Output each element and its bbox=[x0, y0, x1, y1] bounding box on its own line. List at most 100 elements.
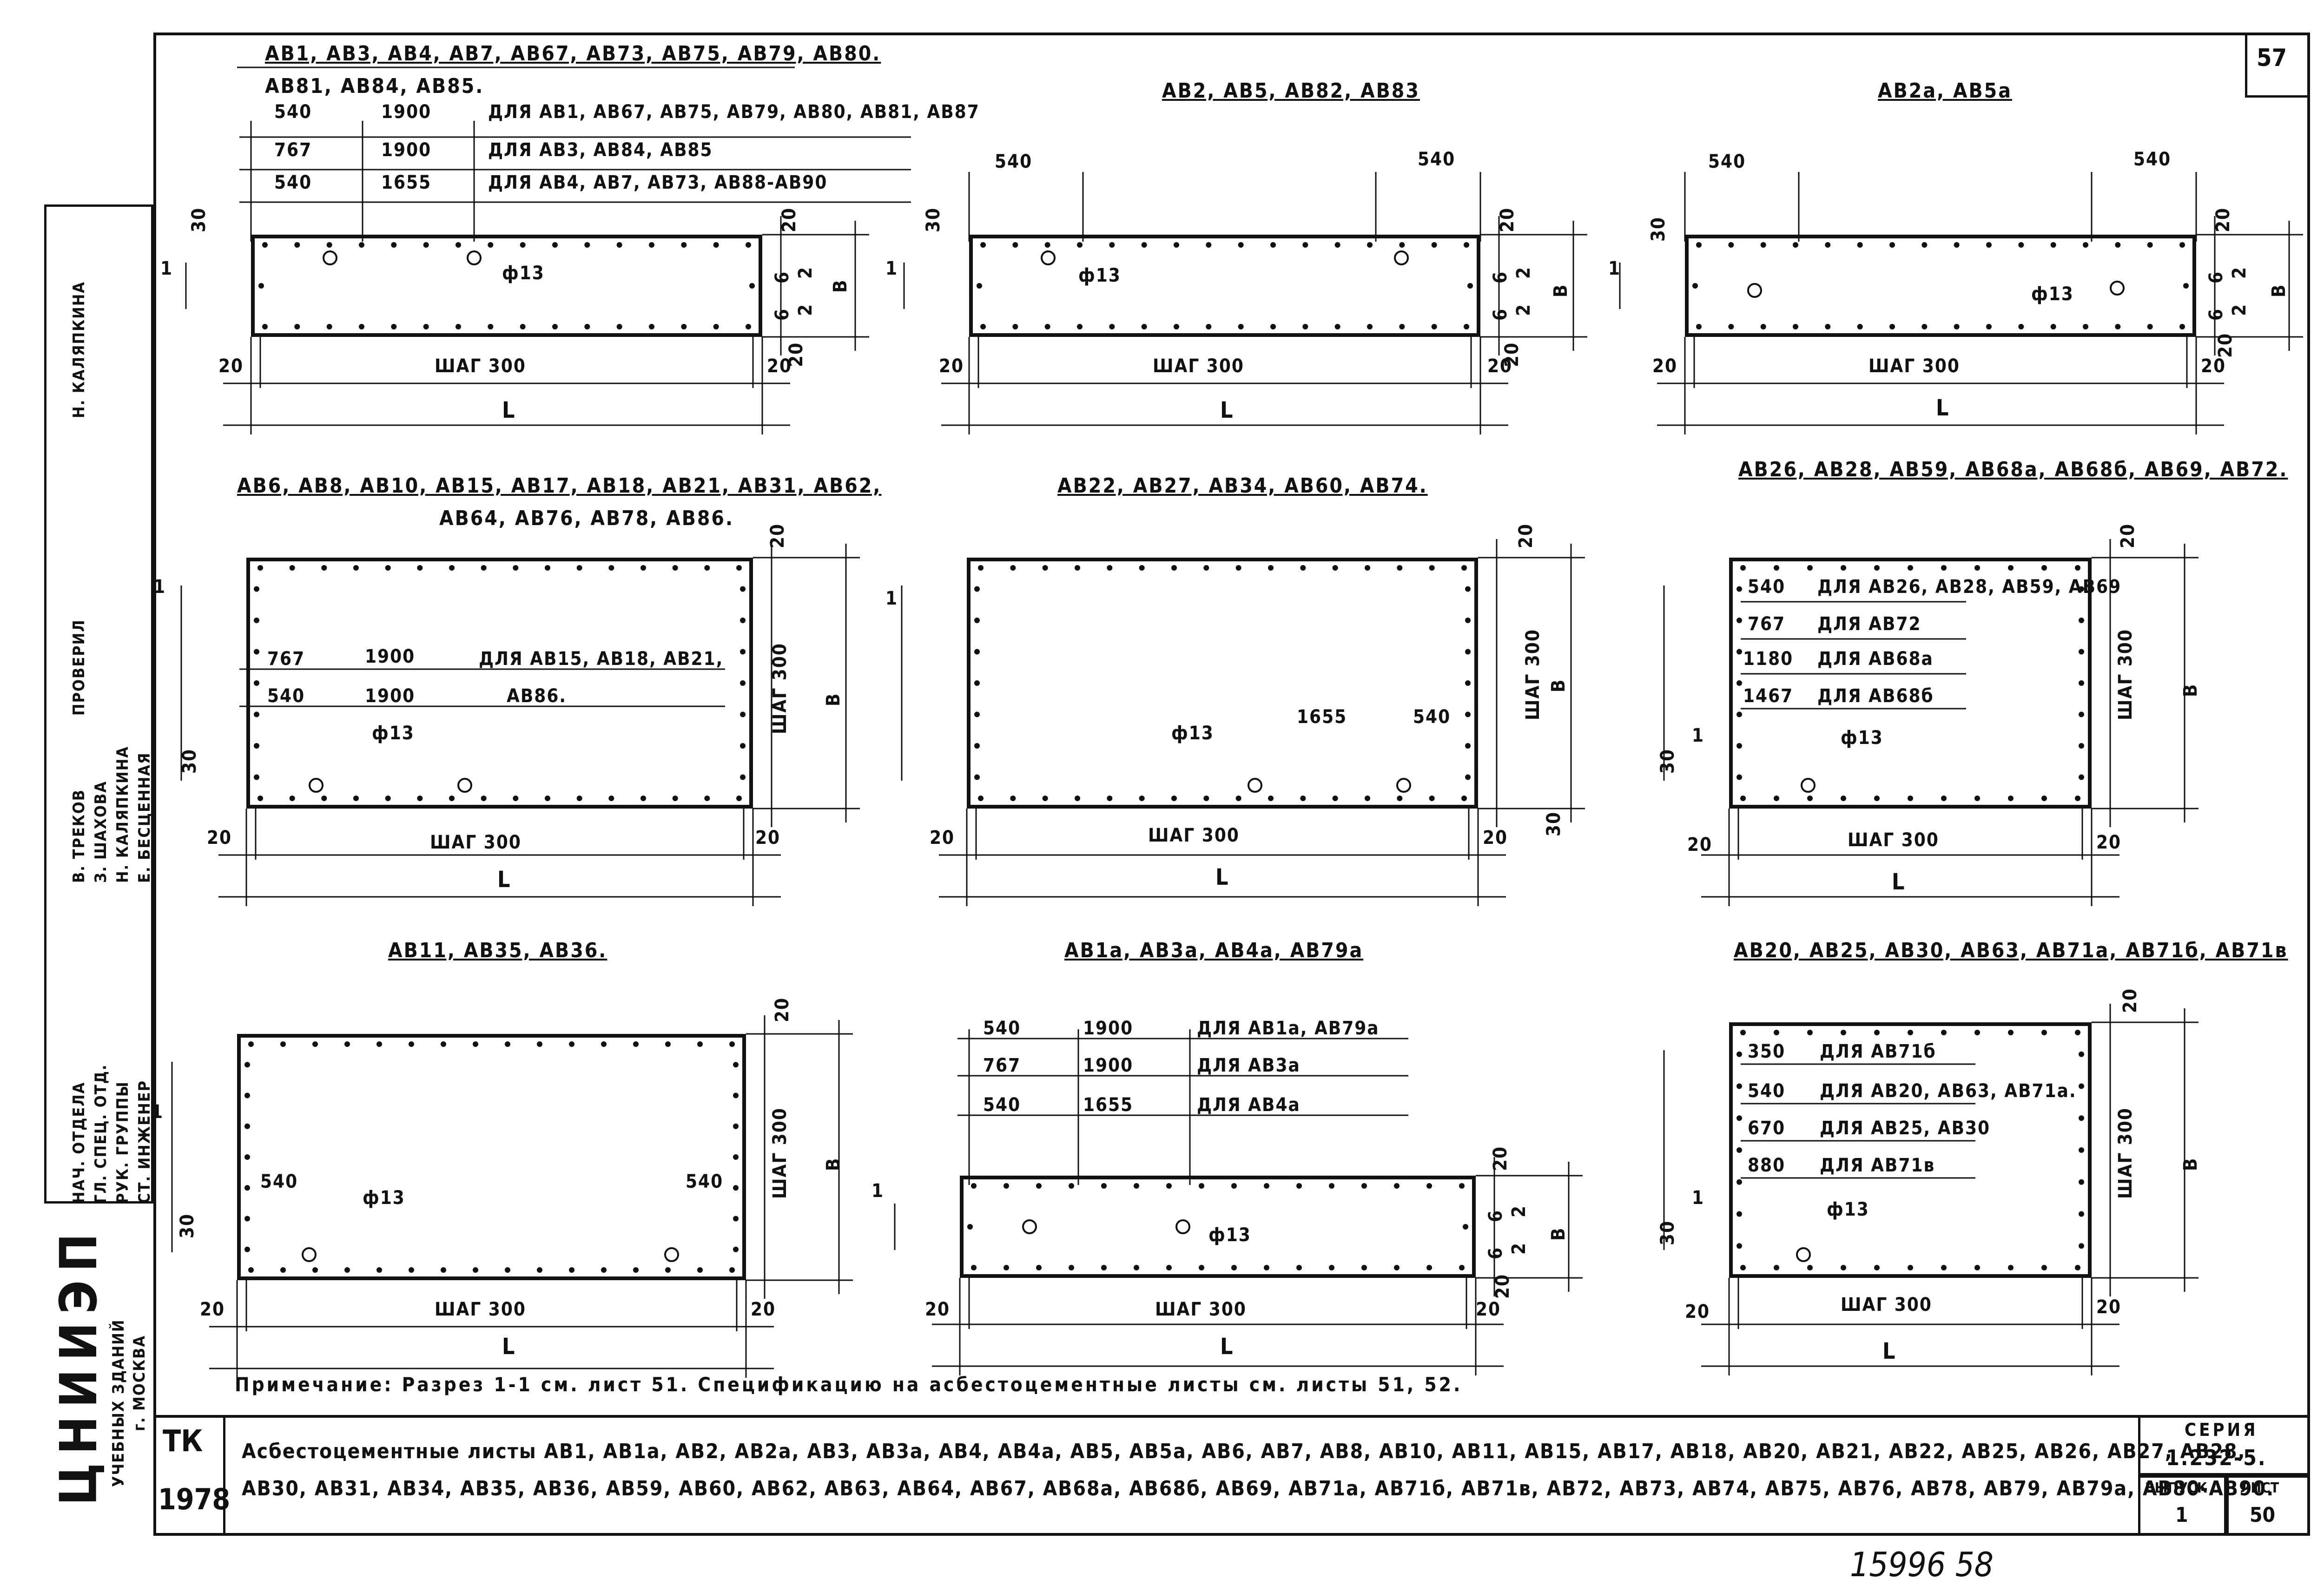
fixing-point bbox=[1774, 796, 1779, 801]
p7-width: В bbox=[823, 1157, 844, 1171]
fixing-point bbox=[1166, 1265, 1172, 1270]
fixing-point bbox=[2179, 324, 2185, 329]
fixing-point bbox=[1467, 283, 1473, 289]
fixing-point bbox=[1774, 565, 1779, 571]
p6-dim-20-right: 20 bbox=[2096, 832, 2122, 853]
fixing-point bbox=[1908, 565, 1913, 571]
fixing-point bbox=[640, 796, 646, 801]
fixing-point bbox=[733, 1216, 739, 1222]
p3-dim-30: 30 bbox=[1648, 216, 1669, 242]
p6-step: ШАГ 300 bbox=[1848, 829, 1939, 851]
fixing-point bbox=[697, 1041, 703, 1047]
p7-dim-540-left: 540 bbox=[260, 1171, 298, 1192]
p7-hole: ф13 bbox=[363, 1187, 405, 1209]
fixing-point bbox=[1044, 324, 1050, 329]
fixing-point bbox=[633, 1267, 639, 1273]
fixing-point bbox=[740, 743, 746, 749]
fixing-point bbox=[576, 565, 582, 571]
fixing-point bbox=[633, 1041, 639, 1047]
tb-sheet-label: ЛИСТ bbox=[2240, 1480, 2279, 1496]
p4-dim-30: 30 bbox=[179, 748, 200, 774]
fixing-point bbox=[1736, 618, 1742, 623]
fixing-point bbox=[1941, 1265, 1947, 1270]
fixing-point bbox=[280, 1041, 286, 1047]
fixing-point bbox=[1941, 1030, 1947, 1035]
fixing-point bbox=[1270, 242, 1276, 248]
fixing-point bbox=[1874, 565, 1880, 571]
p3-dim-6a: 6 bbox=[2205, 270, 2227, 283]
p8-length: L bbox=[1220, 1334, 1234, 1360]
tb-title-line1: Асбестоцементные листы АВ1, АВ1а, АВ2, А… bbox=[242, 1440, 2246, 1463]
fixing-point bbox=[552, 242, 558, 248]
fixing-point bbox=[1464, 324, 1469, 329]
p8-row1-a: 540 bbox=[983, 1018, 1021, 1039]
fixing-point bbox=[1429, 796, 1435, 801]
p4-dim-20-right: 20 bbox=[755, 827, 781, 849]
fixing-point bbox=[640, 565, 646, 571]
p8-width: В bbox=[1548, 1227, 1569, 1241]
corner-box bbox=[2245, 33, 2310, 98]
tb-series: 1.232-5. bbox=[2166, 1445, 2267, 1470]
tb-year: 1978 bbox=[158, 1482, 231, 1516]
fixing-point bbox=[1921, 324, 1928, 329]
p1-dim-20-top: 20 bbox=[779, 207, 800, 232]
fixing-point bbox=[1141, 324, 1147, 329]
fixing-point bbox=[1107, 796, 1113, 801]
fixing-point bbox=[1807, 565, 1813, 571]
fixing-point bbox=[244, 1154, 250, 1160]
fixing-point bbox=[244, 1062, 250, 1068]
p6-plate bbox=[1729, 558, 2092, 809]
p1-plate bbox=[251, 235, 762, 337]
p8-row3-c: ДЛЯ АВ4а bbox=[1197, 1094, 1301, 1116]
p1-dim-6b: 6 bbox=[772, 308, 793, 321]
p3-width: В bbox=[2268, 283, 2290, 297]
fixing-point bbox=[1171, 796, 1177, 801]
fixing-point bbox=[1238, 242, 1244, 248]
panel-8-title: АВ1а, АВ3а, АВ4а, АВ79а bbox=[1064, 939, 1364, 962]
fixing-point bbox=[254, 680, 259, 686]
fixing-point bbox=[1004, 1265, 1009, 1270]
fixing-point bbox=[1365, 565, 1370, 571]
fixing-point bbox=[1459, 1265, 1465, 1270]
tb-issue-cell bbox=[2138, 1475, 2226, 1536]
fixing-point bbox=[740, 711, 746, 717]
p1-dim-2b: 2 bbox=[795, 303, 816, 316]
p1-hole: ф13 bbox=[502, 263, 545, 284]
fixing-point bbox=[244, 1185, 250, 1191]
panel-1-title-line2: АВ81, АВ84, АВ85. bbox=[265, 74, 484, 98]
p2-dim-2b: 2 bbox=[1513, 303, 1534, 316]
fixing-point bbox=[576, 796, 582, 801]
p5-step-v: ШАГ 300 bbox=[1522, 629, 1544, 720]
p1-length: L bbox=[502, 397, 516, 423]
fixing-point bbox=[2008, 565, 2014, 571]
p2-section: 1 bbox=[885, 258, 898, 279]
p8-dim-6b: 6 bbox=[1485, 1246, 1506, 1259]
fixing-point bbox=[505, 1267, 510, 1273]
fixing-point bbox=[569, 1267, 574, 1273]
fixing-point bbox=[1010, 565, 1016, 571]
p7-section: 1 bbox=[151, 1101, 164, 1123]
fixing-point bbox=[1736, 1243, 1742, 1249]
fixing-point bbox=[1974, 565, 1980, 571]
fixing-point bbox=[746, 242, 751, 248]
p6-step-v: ШАГ 300 bbox=[2115, 629, 2136, 720]
p4-row1-b: 1900 bbox=[365, 646, 416, 667]
fixing-point bbox=[2075, 1265, 2080, 1270]
fixing-point bbox=[2079, 743, 2084, 749]
fixing-point bbox=[1171, 565, 1177, 571]
fixing-point bbox=[1268, 565, 1274, 571]
fixing-point bbox=[2079, 1147, 2084, 1153]
fixing-point bbox=[513, 565, 519, 571]
p1-row3-c: ДЛЯ АВ4, АВ7, АВ73, АВ88-АВ90 bbox=[488, 172, 828, 193]
p5-dim-20-right: 20 bbox=[1483, 827, 1508, 849]
fixing-point bbox=[1463, 1224, 1468, 1230]
fixing-point bbox=[1012, 324, 1018, 329]
p3-step: ШАГ 300 bbox=[1868, 355, 1960, 377]
hole bbox=[309, 778, 324, 793]
fixing-point bbox=[1235, 565, 1241, 571]
fixing-point bbox=[1077, 324, 1083, 329]
fixing-point bbox=[1365, 796, 1370, 801]
fixing-point bbox=[1394, 1265, 1400, 1270]
p1-row1-a: 540 bbox=[274, 101, 312, 123]
fixing-point bbox=[740, 586, 746, 592]
